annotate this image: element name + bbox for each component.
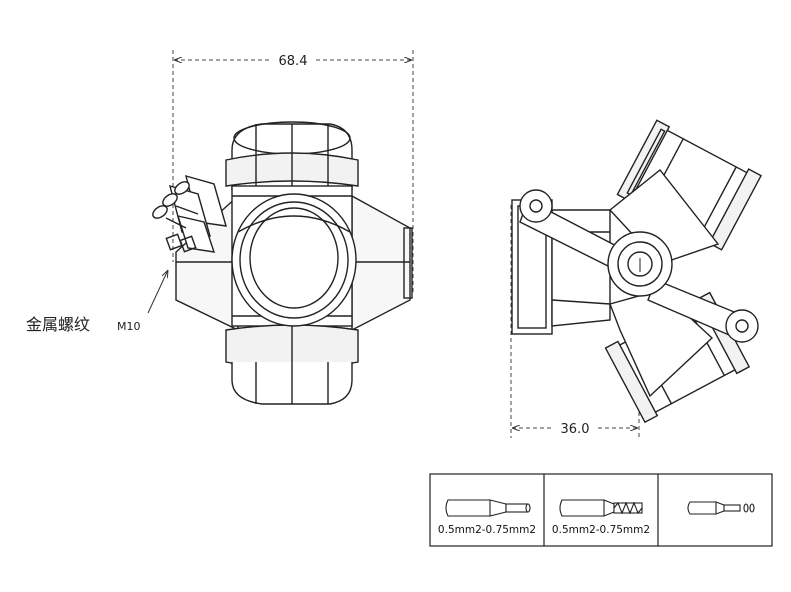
depth-dimension-value: 36.0 bbox=[561, 422, 590, 437]
stripped-wire-icon bbox=[445, 499, 531, 517]
wire-spec-table: 0.5mm2-0.75mm2 0.5mm2-0.75mm2 bbox=[429, 473, 773, 547]
wire-range-1: 0.5mm2-0.75mm2 bbox=[438, 524, 536, 536]
thread-callout: 金属螺纹 M10 bbox=[26, 270, 168, 334]
side-view bbox=[510, 119, 762, 438]
wire-range-2: 0.5mm2-0.75mm2 bbox=[552, 524, 650, 536]
front-view bbox=[152, 50, 414, 405]
terminal-connector-icon bbox=[152, 174, 227, 253]
callout-thread-size: M10 bbox=[117, 320, 141, 333]
width-dimension: 68.4 bbox=[174, 54, 412, 69]
twisted-strand-wire-icon bbox=[559, 499, 643, 517]
width-dimension-value: 68.4 bbox=[279, 54, 308, 69]
wire-end-ferrule-icon bbox=[687, 501, 755, 515]
callout-label: 金属螺纹 bbox=[26, 315, 90, 334]
depth-dimension: 36.0 bbox=[512, 422, 638, 437]
